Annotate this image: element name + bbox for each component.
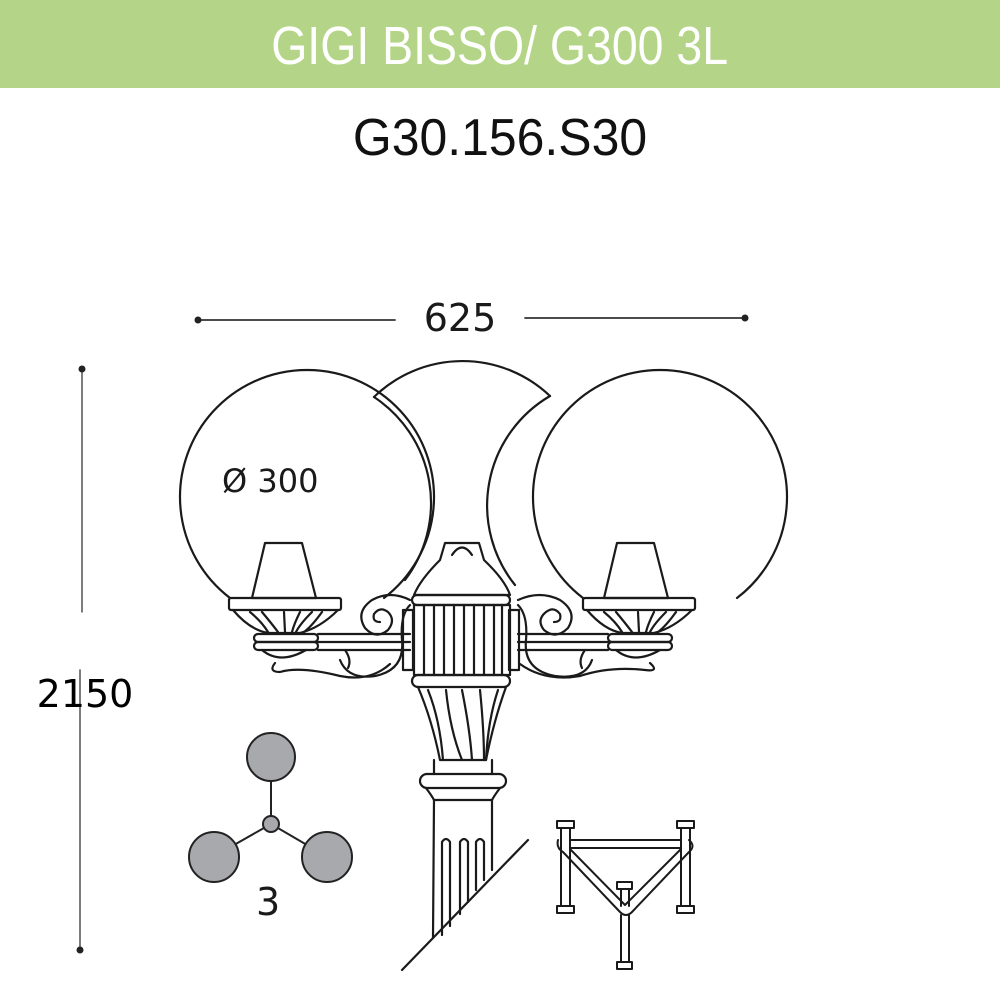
column-shaft <box>400 798 530 972</box>
height-dimension-line <box>76 365 86 954</box>
title-banner: GIGI BISSO/ G300 3L <box>0 0 1000 88</box>
width-dimension-line <box>194 314 749 324</box>
right-globe <box>531 368 789 600</box>
left-globe <box>178 368 436 600</box>
heads-count-label: 3 <box>256 880 281 924</box>
three-arm-layout-icon <box>188 732 353 883</box>
product-code: G30.156.S30 <box>352 109 648 167</box>
left-arm <box>316 593 412 678</box>
right-arm <box>516 593 610 678</box>
height-dimension-label: 2150 <box>36 672 134 716</box>
column-capital <box>416 685 508 802</box>
column-head <box>401 541 521 689</box>
tripod-ground-anchor-icon <box>556 820 695 970</box>
globe-diameter-label: Ø 300 <box>222 462 319 500</box>
center-globe <box>372 360 552 587</box>
width-dimension-label: 625 <box>423 296 497 340</box>
right-lamp-holder <box>518 541 697 679</box>
left-lamp-holder <box>227 541 392 679</box>
product-title: GIGI BISSO/ G300 3L <box>271 16 729 76</box>
